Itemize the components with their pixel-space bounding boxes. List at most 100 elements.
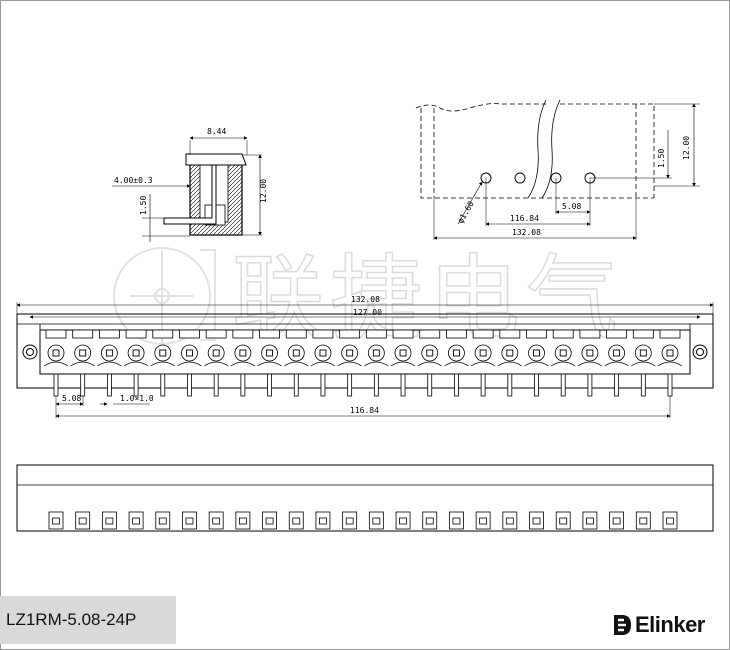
dim-pin-offset: 4.00±0.3 <box>114 176 153 185</box>
pin <box>213 373 219 397</box>
watermark-logo <box>113 247 211 345</box>
dim-front-pitch: 5.08 <box>62 394 81 403</box>
top-terminal <box>609 511 625 530</box>
top-terminal <box>368 511 384 530</box>
terminal <box>417 329 442 367</box>
mount-hole-right <box>692 344 708 360</box>
top-terminal <box>182 511 197 530</box>
top-terminal <box>128 511 144 530</box>
top-view <box>16 464 714 532</box>
terminal <box>364 329 389 367</box>
top-terminal <box>101 511 117 530</box>
terminal <box>284 329 309 367</box>
terminal <box>470 329 496 367</box>
top-terminal <box>288 511 304 530</box>
pin <box>427 373 433 397</box>
top-terminal <box>315 511 331 530</box>
top-view-body <box>16 464 714 532</box>
dim-pcb-offset: 1.50 <box>657 149 666 168</box>
top-terminal <box>235 511 251 530</box>
brand-logo: Elinker <box>612 610 705 640</box>
terminal <box>444 329 469 367</box>
top-terminal <box>475 511 491 530</box>
pin <box>347 373 353 397</box>
front-pin-group <box>43 329 683 397</box>
terminal <box>604 329 629 367</box>
terminal <box>150 329 175 367</box>
brand-name: Elinker <box>635 612 705 637</box>
terminal <box>337 329 362 367</box>
pin <box>587 373 593 397</box>
pin <box>267 373 272 397</box>
terminal <box>551 329 576 367</box>
top-terminal <box>342 511 358 530</box>
dim-front-mount-span: 127.00 <box>353 308 382 317</box>
dim-pin-size: 1.0×1.0 <box>120 394 154 403</box>
top-terminal <box>662 511 678 530</box>
mount-hole-left <box>22 344 38 360</box>
terminal <box>631 329 656 367</box>
terminal <box>657 329 683 367</box>
top-screw-group <box>48 511 678 530</box>
terminal <box>97 329 122 367</box>
pin <box>454 373 459 397</box>
terminal <box>524 329 549 367</box>
pin <box>400 373 406 397</box>
pcb-layout-view: 12.00 1.50 5.08 116.84 132.08 φ1.60 <box>415 99 700 240</box>
terminal <box>43 329 69 367</box>
top-terminal <box>582 511 598 530</box>
side-view-pin <box>163 164 217 225</box>
pin <box>534 373 539 397</box>
dim-pcb-overall: 132.08 <box>512 228 541 237</box>
top-terminal <box>208 511 224 530</box>
dim-front-overall: 132.08 <box>351 295 380 304</box>
pin <box>160 373 166 397</box>
dim-pcb-span: 116.84 <box>510 214 539 223</box>
top-terminal <box>422 511 438 530</box>
top-terminal <box>529 511 544 530</box>
top-terminal <box>155 511 171 530</box>
side-view: 8.44 12.00 4.00±0.3 1.50 <box>112 127 268 242</box>
top-terminal <box>75 511 91 530</box>
terminal <box>203 329 229 367</box>
top-terminal <box>262 511 277 530</box>
dim-pin-height: 1.50 <box>139 196 148 215</box>
front-body <box>39 329 691 375</box>
terminal <box>577 329 603 367</box>
part-number-label: LZ1RM-5.08-24P <box>0 596 176 644</box>
pin <box>106 373 112 397</box>
terminal <box>177 329 202 367</box>
dim-side-height: 12.00 <box>259 179 268 203</box>
terminal <box>123 329 149 367</box>
top-terminal <box>502 511 518 530</box>
top-terminal <box>48 511 64 530</box>
pin <box>507 373 513 397</box>
top-terminal <box>635 511 651 530</box>
elinker-logo-icon <box>614 615 631 635</box>
dim-pcb-pitch: 5.08 <box>562 202 581 211</box>
front-view: 132.08 127.00 5.08 1.0×1.0 116.84 <box>16 295 714 418</box>
top-terminal <box>449 511 464 530</box>
dim-hole-diameter: φ1.60 <box>456 199 476 225</box>
terminal <box>70 329 95 367</box>
terminal <box>230 329 256 367</box>
front-flange <box>16 313 714 389</box>
pin <box>53 373 59 397</box>
pin <box>187 373 192 397</box>
pin <box>667 373 673 397</box>
dim-side-width: 8.44 <box>207 127 226 136</box>
dim-pcb-height: 12.00 <box>682 136 691 160</box>
dim-front-pin-span: 116.84 <box>350 406 379 415</box>
pin <box>480 373 486 397</box>
pin <box>80 373 86 397</box>
pin <box>133 373 139 397</box>
pin <box>373 373 379 397</box>
terminal <box>257 329 282 367</box>
pin <box>240 373 246 397</box>
top-terminal <box>395 511 411 530</box>
pin <box>560 373 566 397</box>
pin <box>293 373 299 397</box>
pin <box>320 373 326 397</box>
terminal <box>497 329 523 367</box>
